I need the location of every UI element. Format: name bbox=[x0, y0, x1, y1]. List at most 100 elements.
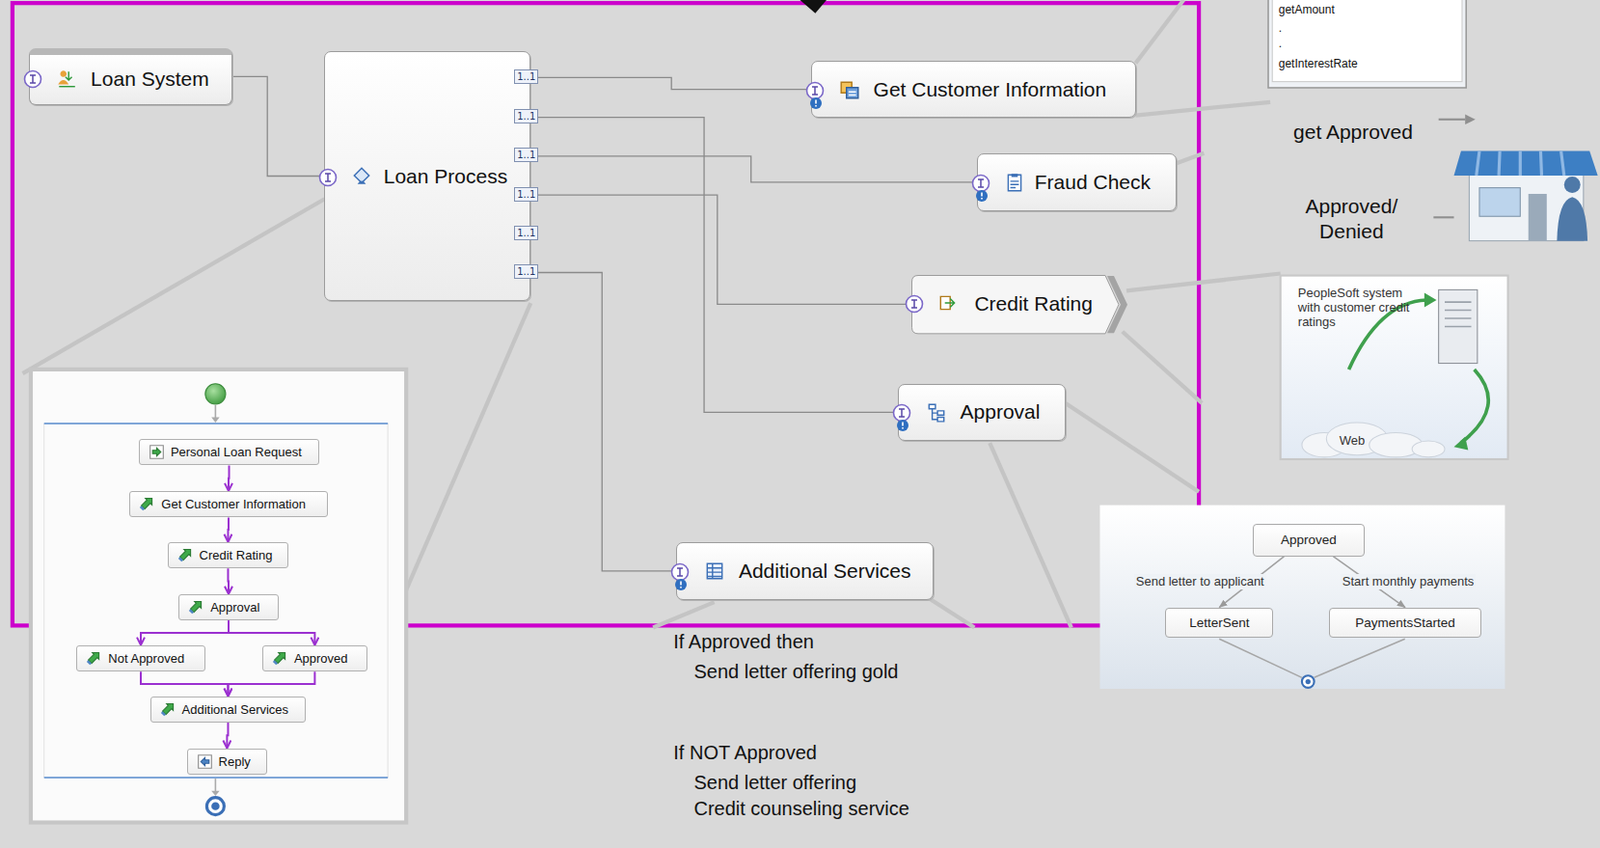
invoke-activity: Approved bbox=[262, 645, 368, 673]
icon-part bbox=[848, 91, 857, 95]
leader-line bbox=[406, 302, 531, 590]
node-label: Approval bbox=[210, 599, 260, 615]
node-label: Additional Services bbox=[182, 702, 290, 717]
port-multiplicity: 1..1 bbox=[514, 264, 539, 279]
leader-line bbox=[1065, 403, 1200, 492]
connector bbox=[530, 194, 912, 304]
connector bbox=[140, 671, 228, 696]
interface-mark bbox=[898, 408, 905, 417]
component-icon bbox=[188, 598, 205, 616]
invoke-activity: Not Approved bbox=[76, 645, 205, 673]
component-icon bbox=[351, 165, 373, 188]
icon-part bbox=[177, 556, 183, 562]
node-label: Approved bbox=[1280, 532, 1337, 547]
interface-mark bbox=[29, 75, 36, 83]
component-icon bbox=[704, 560, 726, 582]
invoke-activity: Credit Rating bbox=[167, 542, 290, 570]
leader-line bbox=[1126, 272, 1281, 291]
connector bbox=[227, 464, 231, 490]
node-label: Approval bbox=[960, 400, 1041, 424]
rule-note: If NOT Approved bbox=[673, 741, 817, 764]
final-dot bbox=[1305, 678, 1311, 684]
invoke-activity: Additional Services bbox=[150, 696, 307, 724]
icon-part bbox=[200, 757, 210, 766]
end-node bbox=[206, 797, 224, 815]
person-body bbox=[1556, 196, 1588, 241]
green-head bbox=[1424, 293, 1438, 308]
status-badge bbox=[810, 97, 822, 109]
receive-activity: Personal Loan Request bbox=[138, 438, 320, 466]
interface-symbol bbox=[22, 68, 44, 102]
interface-symbol bbox=[891, 402, 913, 435]
state-line bbox=[1314, 638, 1406, 678]
scope-side bbox=[43, 423, 45, 778]
icon-part bbox=[86, 659, 92, 665]
scope-bottom bbox=[44, 776, 388, 779]
edge-label: Send letter to applicant bbox=[1134, 573, 1267, 590]
component-icon bbox=[138, 495, 156, 513]
status-mark bbox=[980, 191, 983, 199]
image-frame bbox=[1268, 0, 1466, 88]
service-component: Get Customer Information bbox=[811, 60, 1136, 117]
node-label: Reply bbox=[218, 754, 251, 769]
interface-mark bbox=[911, 299, 918, 308]
component-icon bbox=[196, 753, 214, 770]
awning-stripes bbox=[1476, 151, 1565, 176]
state-inset bbox=[1099, 505, 1505, 689]
green-arrow bbox=[1461, 369, 1489, 443]
node-label: LetterSent bbox=[1189, 615, 1249, 630]
connector bbox=[140, 620, 229, 645]
icon-part bbox=[1010, 181, 1020, 189]
connector bbox=[530, 117, 898, 413]
interface-mark bbox=[677, 568, 683, 576]
status-mark bbox=[680, 580, 683, 588]
interface-symbol bbox=[970, 172, 992, 206]
icon-part bbox=[706, 563, 722, 578]
final-state bbox=[1301, 675, 1315, 688]
icon-part bbox=[353, 167, 369, 183]
icon-part bbox=[928, 405, 936, 409]
server-slots bbox=[1444, 301, 1472, 326]
icon-part bbox=[937, 417, 945, 422]
reply-activity: Reply bbox=[187, 748, 269, 776]
message-label: get Approved bbox=[1265, 120, 1441, 144]
connector bbox=[226, 722, 228, 748]
status-badge bbox=[675, 578, 687, 591]
interface-mark bbox=[325, 173, 331, 182]
state-panel bbox=[1099, 505, 1505, 689]
selector-component: Additional Services bbox=[676, 542, 934, 600]
cloud-label: Web bbox=[1333, 433, 1371, 448]
peoplesoft-panel: PeopleSoft system with customer credit r… bbox=[1280, 275, 1509, 460]
icon-part bbox=[1011, 173, 1019, 177]
interface-symbol bbox=[669, 561, 691, 595]
icon-part bbox=[60, 71, 68, 79]
leader-line bbox=[652, 601, 714, 627]
icon-part bbox=[1007, 174, 1021, 191]
interface-circle bbox=[320, 168, 337, 186]
shop-roof bbox=[1454, 151, 1599, 176]
port-multiplicity: 1..1 bbox=[514, 108, 539, 124]
node-label: Loan Process bbox=[383, 164, 508, 189]
shop-window bbox=[1479, 188, 1520, 217]
component-icon bbox=[55, 68, 78, 90]
shop-arrows bbox=[1433, 113, 1475, 217]
icon-part bbox=[945, 298, 955, 308]
process-inset bbox=[30, 369, 407, 823]
port-multiplicity: 1..1 bbox=[514, 187, 539, 202]
leader-line bbox=[1136, 0, 1185, 64]
leader-line bbox=[1136, 102, 1272, 116]
node-label: Loan System bbox=[90, 67, 210, 91]
import-body bbox=[911, 274, 1119, 333]
interface-circle bbox=[905, 296, 923, 313]
port-multiplicity: 1..1 bbox=[514, 69, 539, 84]
start-line bbox=[215, 405, 217, 419]
connector bbox=[530, 156, 977, 183]
shop-door bbox=[1528, 193, 1547, 242]
rule-component: Approval bbox=[897, 383, 1066, 441]
cloud-part bbox=[1411, 440, 1445, 458]
icon-part bbox=[937, 410, 945, 415]
rule-note: Send letter offering Credit counseling s… bbox=[693, 769, 911, 822]
node-label: Credit Rating bbox=[974, 292, 1093, 316]
icon-part bbox=[160, 710, 165, 716]
rule-note: If Approved then bbox=[673, 630, 814, 653]
